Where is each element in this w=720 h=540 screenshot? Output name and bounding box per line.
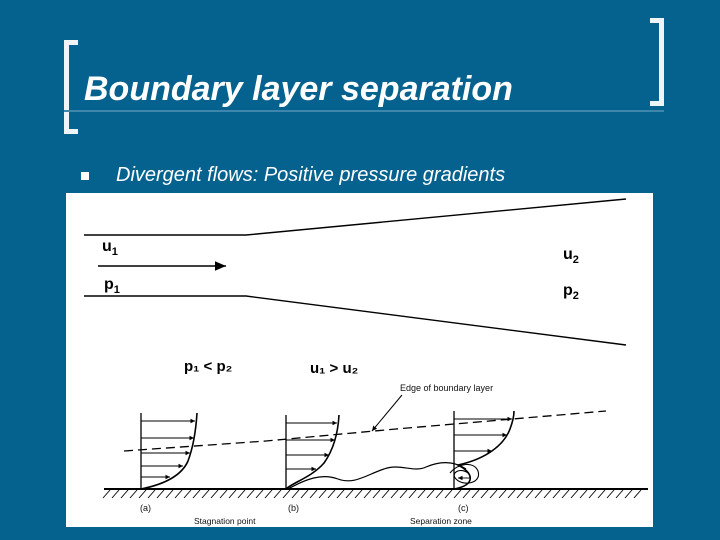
slide-title: Boundary layer separation <box>84 70 513 108</box>
profile-a-label: (a) <box>140 503 151 513</box>
outlet-pressure-label: p2 <box>563 282 579 302</box>
inlet-velocity-label: u1 <box>102 238 118 258</box>
bullet-marker <box>81 172 89 180</box>
velocity-profile-b <box>285 414 340 490</box>
inlet-pressure-label: p1 <box>104 276 120 296</box>
profile-c-label: (c) <box>458 503 469 513</box>
upper-channel-wall <box>84 198 627 236</box>
separation-streamline <box>287 462 467 490</box>
edge-of-boundary-layer-label: Edge of boundary layer <box>400 383 493 393</box>
stagnation-point-label: Stagnation point <box>194 516 256 526</box>
boundary-layer-figure: u1 p1 u2 p2 p₁ < p₂ u₁ > u₂ <box>66 193 653 527</box>
boundary-layer-edge <box>123 410 607 452</box>
bullet-text: Divergent flows: Positive pressure gradi… <box>116 164 506 186</box>
outlet-velocity-label: u2 <box>563 246 579 266</box>
velocity-profile-a <box>140 412 198 490</box>
title-bracket-right <box>650 18 664 106</box>
wall-hatching <box>102 489 642 499</box>
title-rule <box>64 110 664 112</box>
edge-callout-arrow <box>371 394 403 432</box>
figure-svg: u1 p1 u2 p2 p₁ < p₂ u₁ > u₂ <box>84 198 648 526</box>
lower-channel-wall <box>84 295 627 346</box>
profile-b-label: (b) <box>288 503 299 513</box>
pressure-relation: p₁ < p₂ <box>184 358 232 375</box>
separation-zone-label: Separation zone <box>410 516 472 526</box>
velocity-relation: u₁ > u₂ <box>310 360 358 377</box>
title-bracket-left <box>64 40 78 134</box>
separation-eddy <box>449 463 480 484</box>
